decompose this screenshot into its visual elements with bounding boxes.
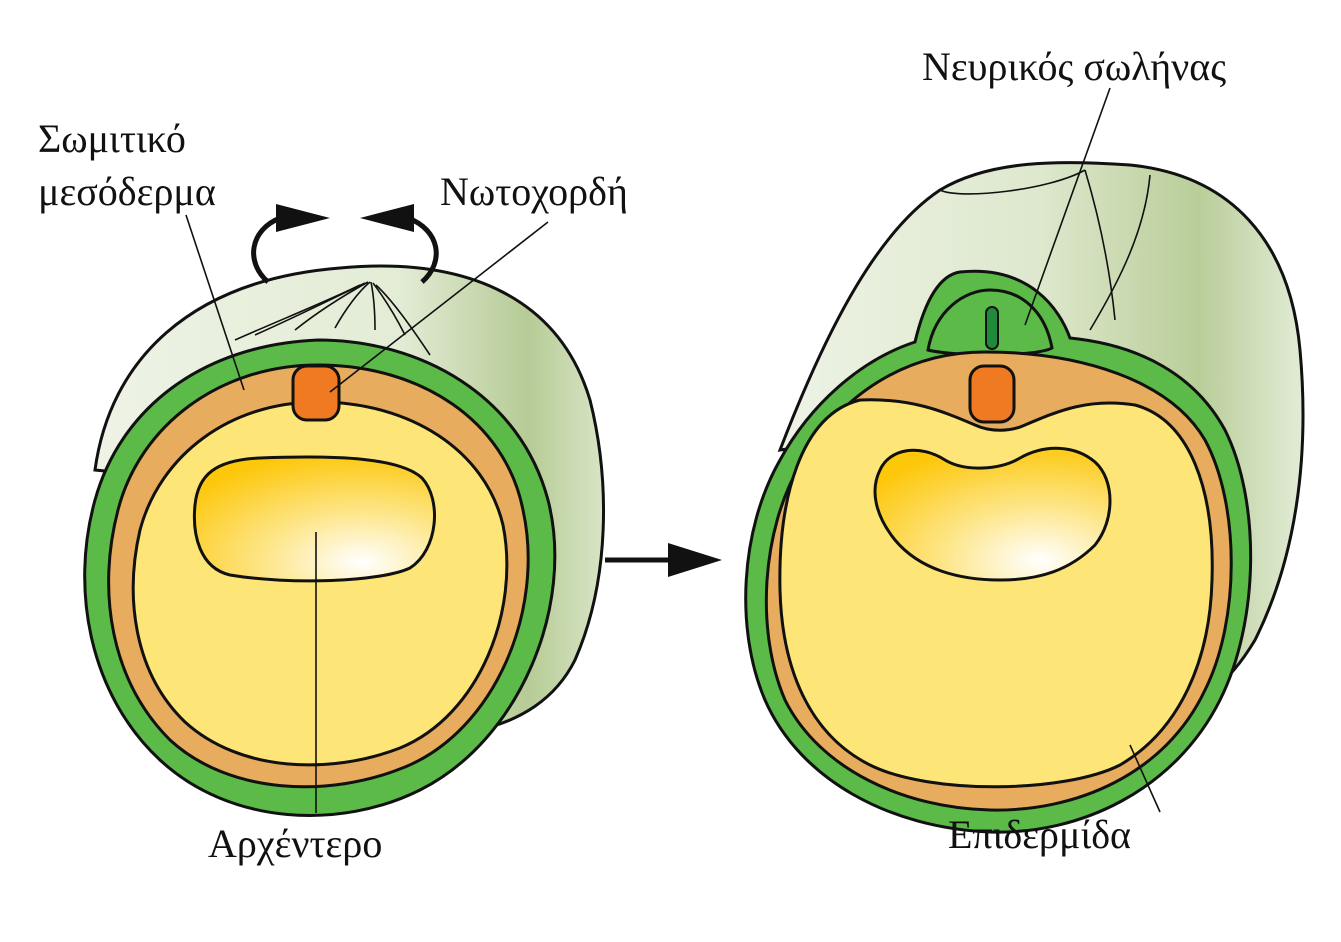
right-archenteron xyxy=(873,446,1112,582)
transition-arrow xyxy=(605,543,722,577)
right-pointing-arrowhead-icon xyxy=(276,204,330,232)
right-embryo xyxy=(744,161,1305,834)
left-rotation-arrow xyxy=(251,215,282,284)
label-somitic-mesoderm-line2: μεσόδερμα xyxy=(38,169,216,214)
label-somitic-mesoderm-line1: Σωμιτικό xyxy=(38,116,186,161)
left-pointing-arrowhead-icon xyxy=(360,204,414,232)
fold-rotation-arrows xyxy=(251,204,439,284)
label-epidermis: Επιδερμίδα xyxy=(948,812,1131,857)
leader-lines xyxy=(185,87,1161,813)
right-notochord xyxy=(968,364,1016,424)
label-archenteron: Αρχέντερο xyxy=(208,821,382,866)
right-endoderm xyxy=(778,398,1214,789)
arrow-right-icon xyxy=(668,543,722,577)
left-fold-lines xyxy=(234,281,431,356)
right-rotation-arrow xyxy=(407,215,439,284)
left-notochord xyxy=(291,364,341,422)
left-archenteron xyxy=(192,455,436,583)
left-embryo xyxy=(83,204,605,817)
neural-tube-lumen xyxy=(985,306,999,350)
label-notochord: Νωτοχορδή xyxy=(440,169,628,214)
label-neural-tube: Νευρικός σωλήνας xyxy=(922,44,1226,89)
